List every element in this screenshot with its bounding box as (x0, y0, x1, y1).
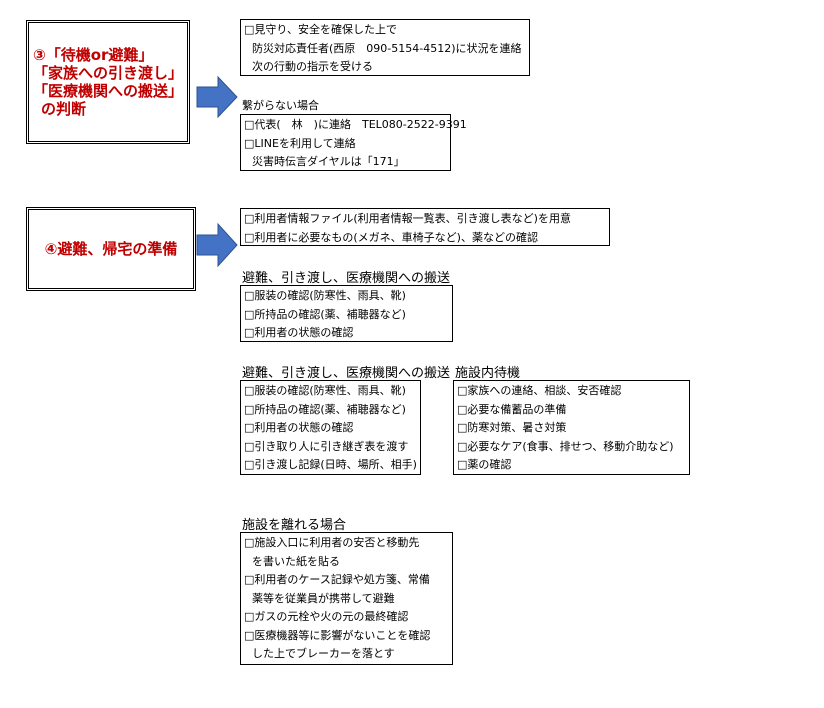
watch-line-3: 次の行動の指示を受ける (252, 60, 373, 73)
contact-line-3: 災害時伝言ダイヤルは「171」 (252, 155, 405, 168)
watch-box: □見守り、安全を確保した上で 防災対応責任者(西原 090-5154-4512)… (240, 19, 530, 76)
step4-title-box: ④避難、帰宅の準備 (26, 207, 196, 291)
watch-line-2: 防災対応責任者(西原 090-5154-4512)に状況を連絡 (252, 41, 522, 55)
section4-box: □施設入口に利用者の安否と移動先 を書いた紙を貼る □利用者のケース記録や処方箋… (240, 532, 453, 665)
section4-item-2: を書いた紙を貼る (252, 554, 340, 568)
section3-item-5: □薬の確認 (457, 458, 512, 471)
step3-arrow-icon (196, 75, 238, 119)
section2-item-2: □所持品の確認(薬、補聴器など) (244, 402, 406, 416)
section2-item-3: □利用者の状態の確認 (244, 421, 354, 434)
section2-box: □服装の確認(防寒性、雨具、靴) □所持品の確認(薬、補聴器など) □利用者の状… (240, 380, 421, 475)
section4-item-1: □施設入口に利用者の安否と移動先 (244, 536, 420, 549)
section1-box: □服装の確認(防寒性、雨具、靴) □所持品の確認(薬、補聴器など) □利用者の状… (240, 285, 453, 342)
contact-line-2: □LINEを利用して連絡 (244, 136, 356, 150)
section4-item-5: □ガスの元栓や火の元の最終確認 (244, 610, 409, 623)
contact-box: □代表( 林 )に連絡 TEL080-2522-9391 □LINEを利用して連… (240, 114, 467, 171)
section2-label: 避難、引き渡し、医療機関への搬送 (242, 366, 451, 381)
prep-line-1: □利用者情報ファイル(利用者情報一覧表、引き渡し表など)を用意 (244, 212, 571, 225)
section1-item-3: □利用者の状態の確認 (244, 326, 354, 339)
step3-title-line-3: 「医療機関への搬送」 (33, 82, 184, 100)
section3-item-2: □必要な備蓄品の準備 (457, 402, 567, 416)
section2-item-4: □引き取り人に引き継ぎ表を渡す (244, 439, 409, 453)
section3-box: □家族への連絡、相談、安否確認 □必要な備蓄品の準備 □防寒対策、暑さ対策 □必… (453, 380, 690, 475)
step3-title-box: ③「待機or避難」 「家族への引き渡し」 「医療機関への搬送」 の判断 (26, 20, 190, 144)
prep-line-2: □利用者に必要なもの(メガネ、車椅子など)、薬などの確認 (244, 230, 538, 244)
step3-title-line-1: ③「待機or避難」 (33, 46, 154, 64)
section4-item-7: した上でブレーカーを落とす (252, 647, 395, 660)
contact-line-1: □代表( 林 )に連絡 TEL080-2522-9391 (244, 118, 467, 131)
section3-item-4: □必要なケア(食事、排せつ、移動介助など) (457, 439, 674, 453)
step4-title: ④避難、帰宅の準備 (44, 240, 178, 258)
section1-item-2: □所持品の確認(薬、補聴器など) (244, 307, 406, 321)
prep-box: □利用者情報ファイル(利用者情報一覧表、引き渡し表など)を用意 □利用者に必要な… (240, 208, 610, 246)
section2-item-1: □服装の確認(防寒性、雨具、靴) (244, 384, 406, 397)
step3-title-line-4: の判断 (41, 100, 87, 118)
section3-item-3: □防寒対策、暑さ対策 (457, 421, 567, 434)
section4-item-4: 薬等を従業員が携帯して避難 (252, 591, 395, 605)
section3-label: 施設内待機 (455, 366, 521, 381)
section4-item-6: □医療機器等に影響がないことを確認 (244, 628, 431, 642)
section2-item-5: □引き渡し記録(日時、場所、相手) (244, 458, 417, 471)
step3-title-line-2: 「家族への引き渡し」 (33, 64, 184, 82)
section1-label: 避難、引き渡し、医療機関への搬送 (242, 271, 451, 286)
step4-arrow-icon (196, 222, 238, 268)
section1-item-1: □服装の確認(防寒性、雨具、靴) (244, 289, 406, 302)
section4-item-3: □利用者のケース記録や処方箋、常備 (244, 573, 430, 586)
section4-label: 施設を離れる場合 (242, 518, 347, 533)
watch-line-1: □見守り、安全を確保した上で (244, 23, 397, 36)
section3-item-1: □家族への連絡、相談、安否確認 (457, 384, 622, 397)
no-connect-label: 繋がらない場合 (242, 99, 319, 112)
